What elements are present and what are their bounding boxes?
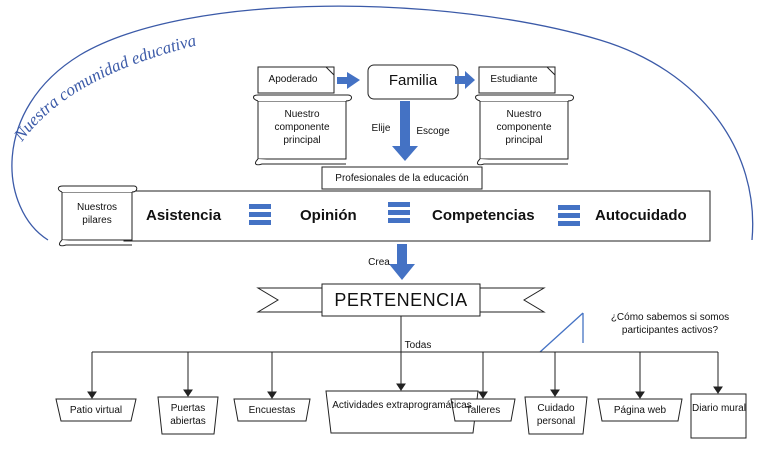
equal-sign-1 [249,204,271,225]
leaf-diario-mural: Diario mural [692,403,746,414]
tree-arrows [87,352,723,399]
pillar-asistencia: Asistencia [146,207,222,224]
estudiante-node [478,66,556,94]
equal-sign-2 [388,202,410,223]
arrow-left [337,72,360,89]
elije-label: Elije [371,123,391,134]
arrow-down-crea [389,244,415,280]
profesionales-box [321,166,483,190]
apoderado-label: Apoderado [268,74,318,85]
right-scroll-shape [475,94,574,166]
crea-label: Crea [368,257,390,268]
leaf-shapes [55,390,747,439]
leaf-actividades: Actividades extraprogramáticas [332,400,472,411]
leaf-cuidado-personal: Cuidado personal [536,403,576,427]
arrow-down-familia [392,101,418,161]
pillars-scroll-label: Nuestros pilares [76,202,117,226]
pertenencia-ribbon [256,287,546,313]
pertenencia-box [321,283,481,317]
pillars-scroll-shape [57,185,138,247]
pertenencia-label: PERTENENCIA [334,290,468,310]
profesionales-label: Profesionales de la educación [335,173,469,184]
right-scroll-label: Nuestro componente principal [496,109,552,146]
question-text: ¿Cómo sabemos si somos participantes act… [610,312,730,336]
pillar-competencias: Competencias [432,207,535,224]
arrow-right [455,71,475,89]
escoge-label: Escoge [416,126,450,137]
leaf-puertas-abiertas: Puertas abiertas [170,403,206,427]
pillar-autocuidado: Autocuidado [595,207,687,224]
leaf-patio-virtual: Patio virtual [69,405,123,416]
left-scroll-label: Nuestro componente principal [274,109,330,146]
familia-label: Familia [388,72,438,89]
todas-label: Todas [404,340,432,351]
apoderado-node [257,66,335,94]
equal-sign-3 [558,205,580,226]
question-callout [539,312,584,353]
pillar-opinion: Opinión [300,207,357,224]
leaf-encuestas: Encuestas [248,405,296,416]
tree-connectors [92,316,718,353]
left-scroll-shape [253,94,352,166]
arc-label: Nuestra comunidad educativa [9,31,197,146]
estudiante-label: Estudiante [490,74,538,85]
pillars-band [123,190,711,242]
leaf-pagina-web: Página web [613,405,667,416]
arc-label-text: Nuestra comunidad educativa [9,31,197,146]
community-arc [11,5,754,241]
leaf-talleres: Talleres [465,405,501,416]
